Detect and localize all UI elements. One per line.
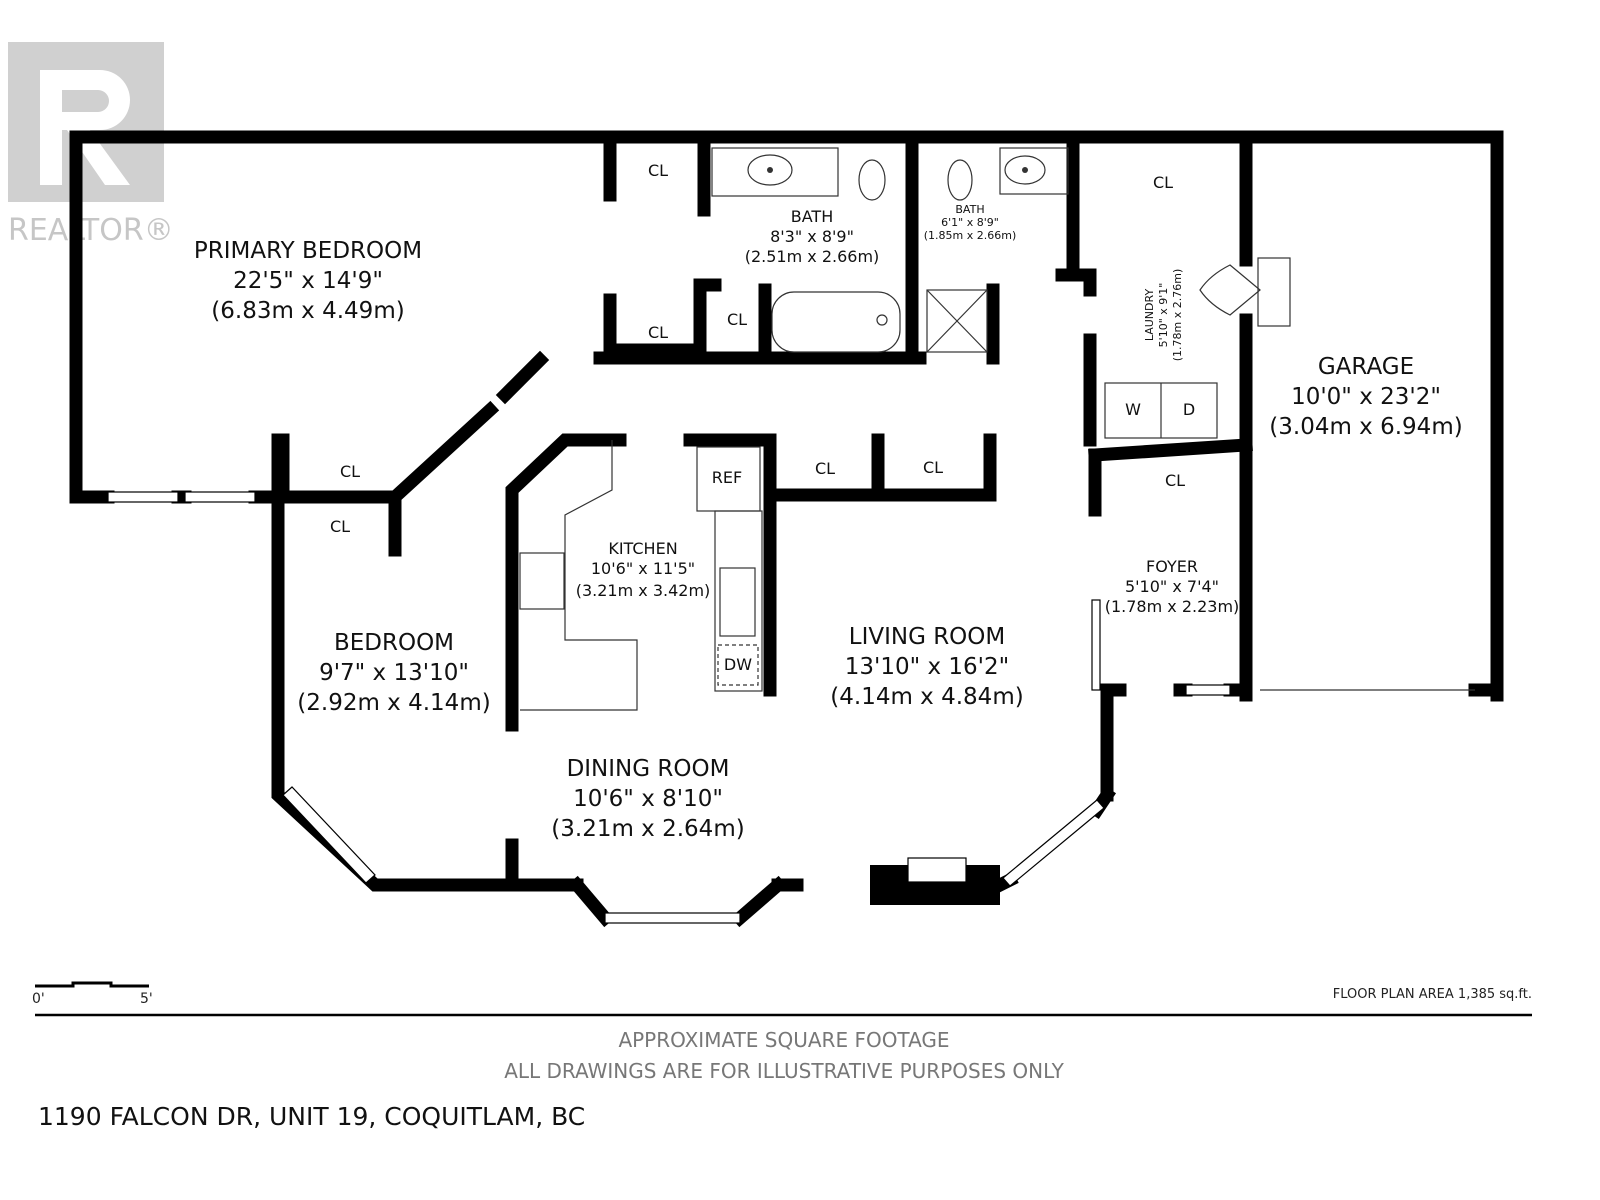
svg-text:6'1" x 8'9": 6'1" x 8'9" bbox=[941, 216, 999, 229]
svg-text:10'6" x 11'5": 10'6" x 11'5" bbox=[591, 559, 695, 578]
garage-label: GARAGE 10'0" x 23'2" (3.04m x 6.94m) bbox=[1269, 354, 1462, 440]
bedroom-label: BEDROOM 9'7" x 13'10" (2.92m x 4.14m) bbox=[297, 630, 490, 716]
svg-text:CL: CL bbox=[330, 517, 350, 536]
svg-text:(3.21m x 2.64m): (3.21m x 2.64m) bbox=[551, 816, 744, 842]
svg-text:(4.14m x 4.84m): (4.14m x 4.84m) bbox=[830, 684, 1023, 710]
svg-text:BATH: BATH bbox=[791, 207, 833, 226]
svg-text:KITCHEN: KITCHEN bbox=[608, 539, 677, 558]
svg-text:CL: CL bbox=[1153, 173, 1173, 192]
fixtures bbox=[519, 147, 1291, 711]
svg-text:(1.85m x 2.66m): (1.85m x 2.66m) bbox=[924, 229, 1017, 242]
walls bbox=[69, 130, 1504, 928]
svg-text:CL: CL bbox=[340, 462, 360, 481]
svg-text:LIVING ROOM: LIVING ROOM bbox=[849, 624, 1006, 650]
svg-text:8'3" x 8'9": 8'3" x 8'9" bbox=[770, 227, 854, 246]
room-labels: PRIMARY BEDROOM 22'5" x 14'9" (6.83m x 4.4… bbox=[194, 203, 1463, 842]
svg-text:CL: CL bbox=[648, 323, 668, 342]
dining-room-label: DINING ROOM 10'6" x 8'10" (3.21m x 2.64m) bbox=[551, 756, 744, 842]
svg-text:(2.51m x 2.66m): (2.51m x 2.66m) bbox=[745, 247, 880, 266]
svg-text:0': 0' bbox=[32, 991, 45, 1007]
disclaimer-line-2: ALL DRAWINGS ARE FOR ILLUSTRATIVE PURPOS… bbox=[504, 1059, 1064, 1083]
floor-plan-area: FLOOR PLAN AREA 1,385 sq.ft. bbox=[1333, 987, 1532, 1002]
svg-text:DINING ROOM: DINING ROOM bbox=[567, 756, 730, 782]
svg-text:FOYER: FOYER bbox=[1146, 557, 1198, 576]
svg-text:10'6" x 8'10": 10'6" x 8'10" bbox=[573, 786, 723, 812]
primary-bedroom-label: PRIMARY BEDROOM 22'5" x 14'9" (6.83m x 4.4… bbox=[194, 238, 422, 324]
windows bbox=[107, 491, 1475, 924]
svg-text:LAUNDRY: LAUNDRY bbox=[1143, 289, 1156, 342]
svg-text:5'10" x 7'4": 5'10" x 7'4" bbox=[1125, 577, 1219, 596]
svg-text:(1.78m x 2.23m): (1.78m x 2.23m) bbox=[1105, 597, 1240, 616]
svg-text:DW: DW bbox=[724, 655, 752, 674]
scale-bar: 0' 5' bbox=[32, 981, 153, 1007]
svg-text:(3.21m x 3.42m): (3.21m x 3.42m) bbox=[576, 581, 711, 600]
realtor-logo: REALTOR® bbox=[8, 42, 174, 248]
property-address: 1190 FALCON DR, UNIT 19, COQUITLAM, BC bbox=[38, 1102, 585, 1131]
svg-text:9'7" x 13'10": 9'7" x 13'10" bbox=[319, 660, 469, 686]
svg-text:(2.92m x 4.14m): (2.92m x 4.14m) bbox=[297, 690, 490, 716]
svg-text:(1.78m x 2.76m): (1.78m x 2.76m) bbox=[1171, 269, 1184, 362]
svg-text:13'10" x 16'2": 13'10" x 16'2" bbox=[845, 654, 1009, 680]
svg-text:(3.04m x 6.94m): (3.04m x 6.94m) bbox=[1269, 414, 1462, 440]
svg-text:PRIMARY BEDROOM: PRIMARY BEDROOM bbox=[194, 238, 422, 264]
svg-text:10'0" x 23'2": 10'0" x 23'2" bbox=[1291, 384, 1441, 410]
svg-text:22'5" x 14'9": 22'5" x 14'9" bbox=[233, 268, 383, 294]
svg-text:GARAGE: GARAGE bbox=[1318, 354, 1414, 380]
svg-text:CL: CL bbox=[815, 459, 835, 478]
fixture-labels: CL CL CL CL CL CL CL CL CL REF DW W D bbox=[330, 161, 1195, 674]
svg-text:REALTOR®: REALTOR® bbox=[8, 213, 174, 248]
svg-text:(6.83m x 4.49m): (6.83m x 4.49m) bbox=[211, 298, 404, 324]
svg-text:CL: CL bbox=[648, 161, 668, 180]
svg-text:5'10" x 9'1": 5'10" x 9'1" bbox=[1157, 283, 1170, 348]
svg-text:BEDROOM: BEDROOM bbox=[334, 630, 454, 656]
svg-text:CL: CL bbox=[727, 310, 747, 329]
living-room-label: LIVING ROOM 13'10" x 16'2" (4.14m x 4.84m) bbox=[830, 624, 1023, 710]
svg-text:CL: CL bbox=[923, 458, 943, 477]
svg-text:W: W bbox=[1125, 400, 1141, 419]
svg-text:CL: CL bbox=[1165, 471, 1185, 490]
svg-text:REF: REF bbox=[712, 468, 742, 487]
svg-text:BATH: BATH bbox=[955, 203, 984, 216]
svg-text:D: D bbox=[1183, 400, 1195, 419]
disclaimer-line-1: APPROXIMATE SQUARE FOOTAGE bbox=[618, 1028, 949, 1052]
svg-text:5': 5' bbox=[140, 991, 153, 1007]
